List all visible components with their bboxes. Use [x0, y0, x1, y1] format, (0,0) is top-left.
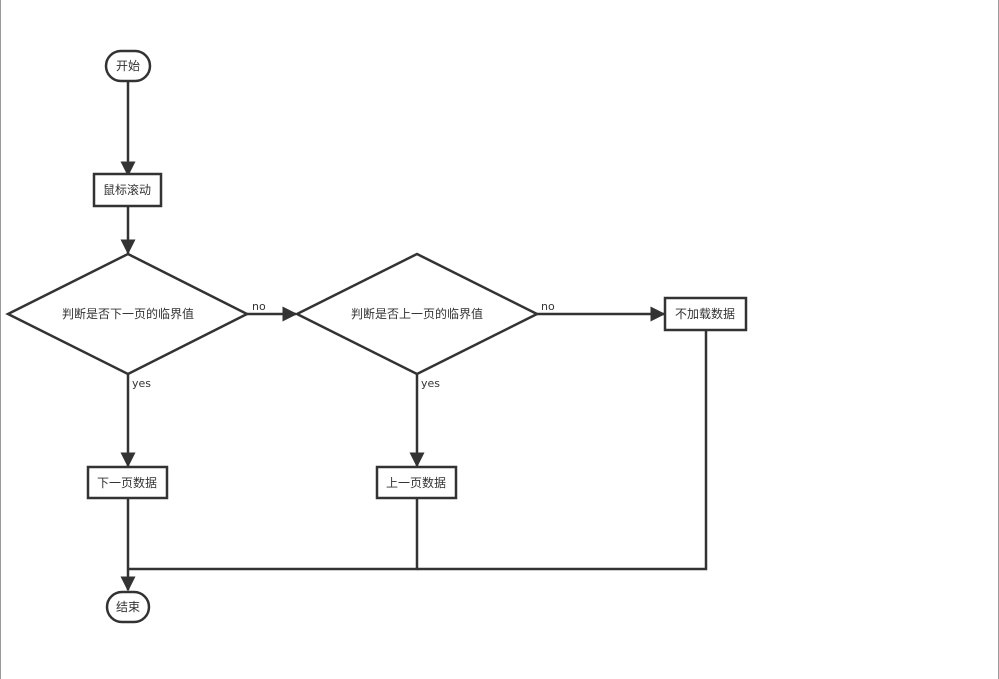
node-prev-page[interactable]: 上一页数据: [375, 465, 458, 500]
edge-no-load-to-end: [417, 330, 708, 571]
edges: [120, 82, 708, 592]
label-check-prev-no: no: [541, 300, 555, 313]
node-next-page[interactable]: 下一页数据: [86, 465, 169, 500]
node-check-prev-label: 判断是否上一页的临界值: [351, 306, 483, 321]
node-check-prev[interactable]: 判断是否上一页的临界值: [294, 252, 540, 376]
node-end-label: 结束: [116, 600, 140, 614]
edge-labels: no no yes yes: [132, 300, 555, 390]
node-start[interactable]: 开始: [104, 49, 152, 83]
label-check-next-no: no: [252, 300, 266, 313]
node-check-next-label: 判断是否下一页的临界值: [62, 306, 194, 321]
node-scroll[interactable]: 鼠标滚动: [92, 172, 163, 208]
node-prev-page-label: 上一页数据: [386, 475, 446, 490]
node-no-load[interactable]: 不加载数据: [663, 296, 748, 332]
node-start-label: 开始: [116, 59, 140, 73]
edge-prev-page-to-end: [128, 498, 419, 571]
label-check-prev-yes: yes: [421, 377, 440, 390]
node-scroll-label: 鼠标滚动: [103, 182, 151, 197]
node-check-next[interactable]: 判断是否下一页的临界值: [5, 252, 250, 376]
node-end[interactable]: 结束: [105, 590, 151, 624]
node-no-load-label: 不加载数据: [675, 306, 735, 321]
label-check-next-yes: yes: [132, 377, 151, 390]
node-next-page-label: 下一页数据: [97, 475, 157, 490]
